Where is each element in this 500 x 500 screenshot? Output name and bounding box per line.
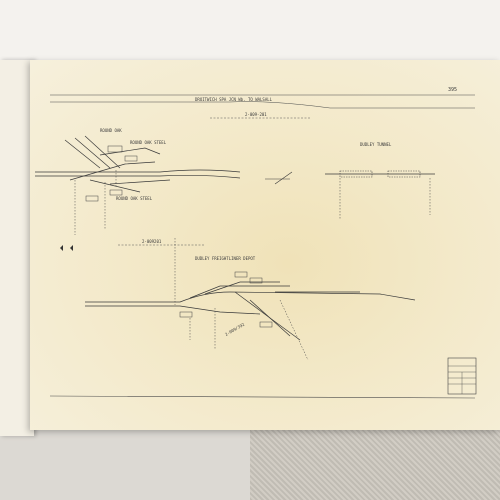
milepost-middle: 2-009201 <box>142 239 162 244</box>
milepost-top: 2-009-201 <box>245 112 267 117</box>
round-oak-tracks <box>35 135 241 193</box>
milepost-depot: 2-009/392 <box>224 321 246 336</box>
depot-tracks <box>85 281 416 341</box>
header-title: DROITWICH SPA JCN Wb. TO WALSALL <box>195 97 273 102</box>
junction-stub <box>265 171 293 185</box>
dudley-tunnel-tracks <box>325 170 435 220</box>
location-dudley-tunnel: DUDLEY TUNNEL <box>360 142 392 147</box>
location-dudley-freightliner-depot: DUDLEY FREIGHTLINER DEPOT <box>195 256 256 261</box>
round-oak-dropdown-lines <box>74 170 117 235</box>
track-diagram-page: DROITWICH SPA JCN Wb. TO WALSALL 395 2-0… <box>30 60 500 430</box>
depot-dropdown-lines <box>189 299 309 361</box>
carpet-texture <box>250 418 500 500</box>
footer-rule <box>49 395 476 399</box>
background-wall <box>0 0 500 62</box>
depot-signal-boxes <box>179 271 273 328</box>
location-round-oak: ROUND OAK <box>100 128 122 133</box>
annotation-round-oak-steel-lower: ROUND OAK STEEL <box>116 196 153 201</box>
previous-page-edge <box>0 60 34 436</box>
annotation-round-oak-steel-upper: ROUND OAK STEEL <box>130 140 167 145</box>
arrow-marks <box>60 245 73 251</box>
round-oak-signal-boxes <box>85 145 138 202</box>
header-rule-bottom <box>50 101 475 109</box>
track-diagram: DROITWICH SPA JCN Wb. TO WALSALL 395 2-0… <box>35 87 477 399</box>
title-block <box>447 357 477 395</box>
page-number: 395 <box>448 87 457 93</box>
